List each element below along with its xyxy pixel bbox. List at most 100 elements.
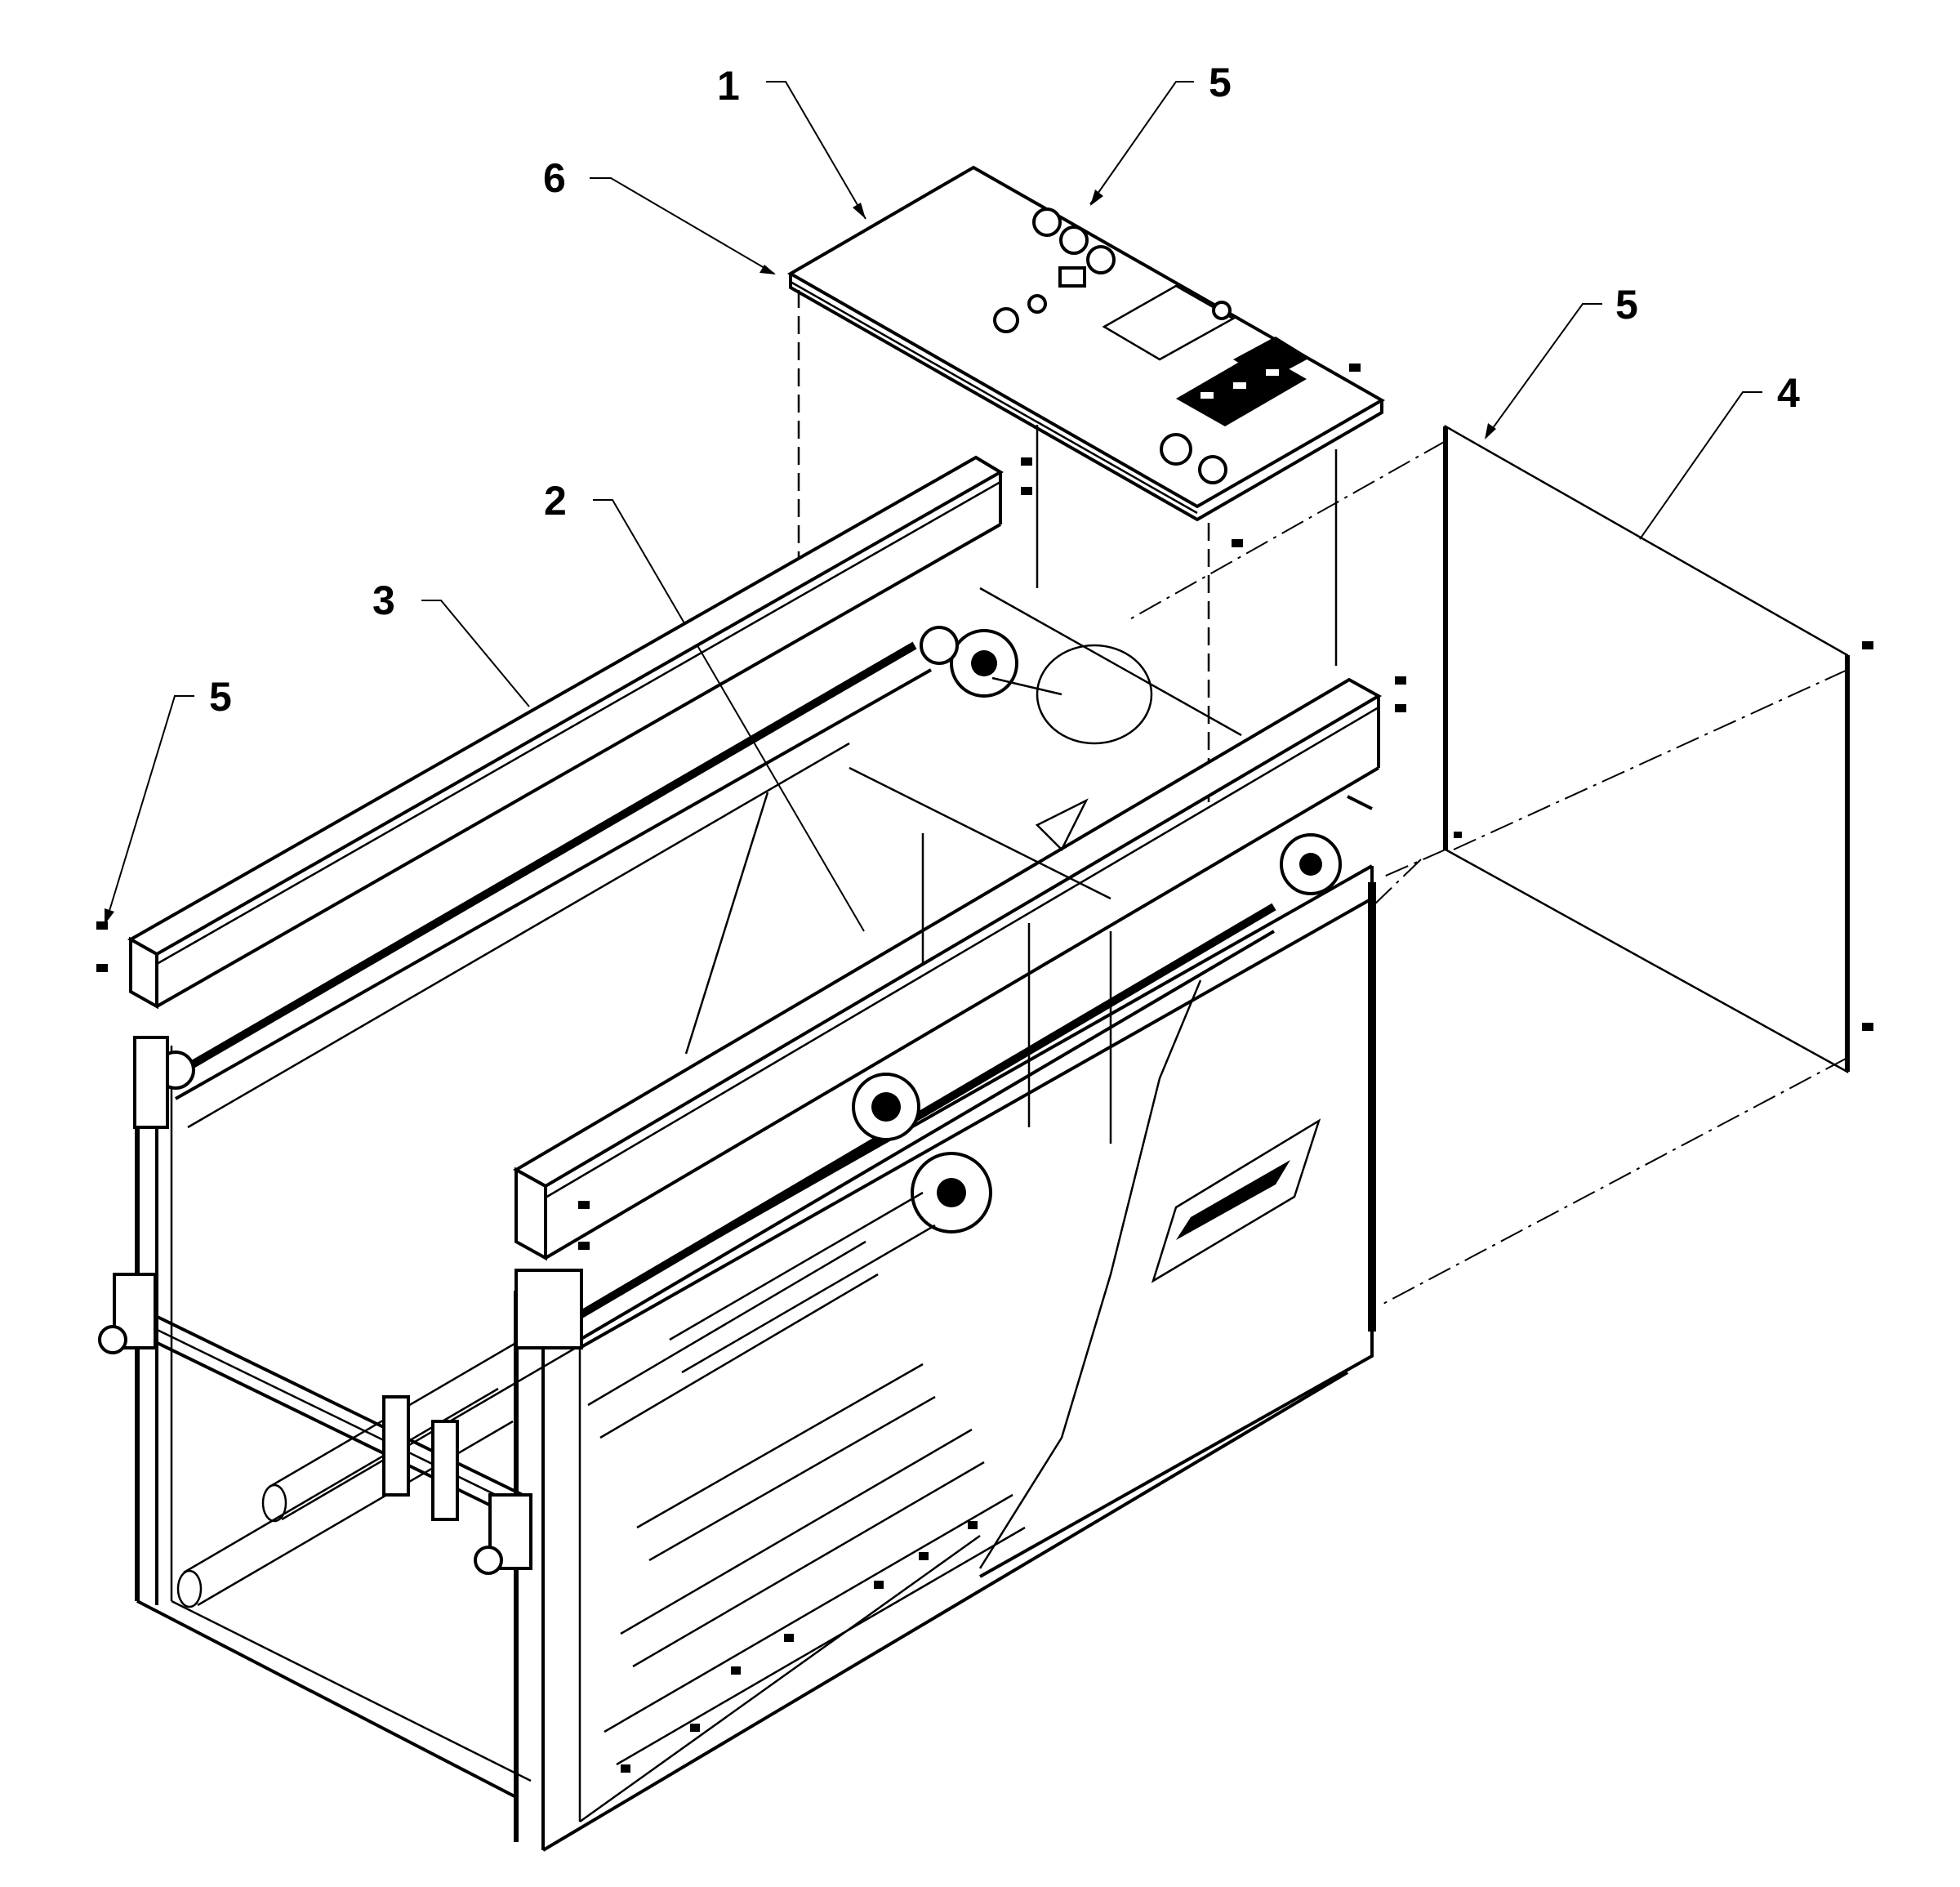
control-label-plate bbox=[1102, 284, 1236, 361]
mid-guide-knob bbox=[474, 1546, 503, 1575]
control-knob-5 bbox=[1027, 294, 1047, 314]
roller-4 bbox=[669, 1191, 936, 1374]
panel-projection-2 bbox=[1453, 669, 1848, 850]
rear-rail-screw-3 bbox=[96, 921, 108, 930]
motor-mount-bracket bbox=[1035, 798, 1089, 852]
guide-brackets bbox=[98, 1036, 583, 1575]
control-box-screw-2 bbox=[1232, 539, 1243, 547]
display-key-2 bbox=[1233, 382, 1246, 389]
rear-rail-screw-2 bbox=[1021, 487, 1032, 495]
control-knob-3 bbox=[1086, 245, 1116, 274]
leader-6-arrow bbox=[760, 265, 776, 274]
callout-5-left-label: 5 bbox=[209, 674, 232, 720]
callout-5-right-label: 5 bbox=[1615, 282, 1638, 328]
base-front-inner bbox=[579, 1534, 981, 1823]
front-top-rail-face bbox=[514, 1167, 547, 1261]
front-pulley-hub bbox=[1299, 853, 1322, 876]
display-key-3 bbox=[1266, 369, 1279, 376]
rear-pulley-small bbox=[920, 626, 959, 665]
cross-rail-bottom bbox=[136, 1332, 523, 1523]
rear-rail-screw-4 bbox=[96, 964, 108, 972]
centre-guide-post bbox=[382, 1395, 410, 1497]
panel-projection-1 bbox=[1126, 440, 1446, 622]
control-knob-7 bbox=[1198, 455, 1227, 484]
panel-projection-5 bbox=[1371, 859, 1422, 908]
front-rail-screw-1 bbox=[1395, 676, 1406, 685]
roller-3 bbox=[587, 1240, 879, 1439]
leader-3 bbox=[421, 600, 530, 707]
drive-frame-line-1 bbox=[979, 587, 1242, 737]
control-knob-8 bbox=[1212, 301, 1232, 320]
panel-screw-1 bbox=[1862, 641, 1873, 649]
panel-screw-2 bbox=[1862, 1023, 1873, 1031]
side-panel-outline bbox=[1444, 424, 1849, 1074]
leader-6 bbox=[590, 177, 775, 274]
rear-left-bracket bbox=[133, 1036, 169, 1129]
callout-5-top-label: 5 bbox=[1209, 60, 1232, 105]
control-box-part-1 bbox=[786, 165, 1386, 805]
roller-6 bbox=[620, 1428, 985, 1668]
panel-projection-3 bbox=[1379, 849, 1446, 879]
rear-rail-lower-edge bbox=[156, 523, 1001, 1008]
leader-lines bbox=[105, 81, 1762, 932]
base-front-edge bbox=[541, 1371, 1349, 1852]
drive-frame-line-2 bbox=[849, 766, 1111, 900]
control-knob-1 bbox=[1032, 207, 1062, 237]
leader-4 bbox=[1639, 391, 1762, 540]
roller-7 bbox=[604, 1493, 1026, 1766]
drive-belt-assembly-part-2 bbox=[156, 587, 1342, 1341]
mid-drive-wheel-hub bbox=[871, 1092, 901, 1122]
left-guide-knob bbox=[98, 1325, 127, 1354]
leader-5-left bbox=[105, 695, 194, 922]
lower-drive-drum-hub bbox=[937, 1178, 966, 1207]
cross-rail-top bbox=[136, 1305, 523, 1497]
leader-5-top bbox=[1089, 81, 1194, 205]
panel-screw-3 bbox=[1454, 832, 1462, 838]
roller-5 bbox=[636, 1363, 936, 1562]
control-switch-1 bbox=[1058, 266, 1086, 288]
drive-housing-top-edge bbox=[1347, 795, 1373, 810]
panel-projection-4 bbox=[1379, 1057, 1848, 1306]
front-drive-belt bbox=[577, 903, 1276, 1319]
control-knob-6 bbox=[1160, 433, 1192, 466]
front-rail-screw-3 bbox=[578, 1201, 590, 1209]
rear-top-rail-part-3 bbox=[96, 455, 1032, 1010]
front-rail-screw-4 bbox=[578, 1242, 590, 1250]
roller-axle-bolts bbox=[621, 1521, 978, 1773]
belt-guide-line bbox=[187, 742, 850, 1129]
leader-5-top-arrow bbox=[1090, 190, 1103, 206]
rear-drive-belt-lower bbox=[175, 668, 932, 1100]
control-box-lip-inner bbox=[790, 280, 1198, 515]
leader-5-left-arrow bbox=[105, 908, 114, 925]
callout-4-label: 4 bbox=[1777, 370, 1800, 416]
callout-labels: 1 5 6 5 4 2 3 5 bbox=[209, 60, 1800, 720]
leader-1 bbox=[766, 81, 866, 220]
cross-rail-mid bbox=[136, 1318, 523, 1510]
base-rear-edge bbox=[136, 1599, 517, 1799]
drive-motor-shaft bbox=[991, 676, 1062, 696]
drive-housing-cover-curve bbox=[978, 979, 1202, 1569]
base-left-rail bbox=[171, 1599, 532, 1782]
rear-drive-belt bbox=[173, 641, 917, 1078]
leader-1-arrow bbox=[853, 203, 866, 219]
front-top-rail-top bbox=[512, 677, 1383, 1189]
control-box-screw-1 bbox=[1349, 364, 1361, 372]
belt-support-diagonal bbox=[684, 792, 769, 1055]
lower-frame-rail-bottom bbox=[579, 897, 1373, 1349]
rear-rail-inner-line bbox=[156, 480, 1001, 966]
centre-guide-post-2 bbox=[431, 1420, 459, 1521]
rear-pulley-hub bbox=[971, 650, 997, 676]
callout-1-label: 1 bbox=[717, 63, 740, 109]
leader-2 bbox=[593, 499, 865, 932]
logo-mark bbox=[1176, 1160, 1290, 1240]
front-top-rail-inner bbox=[545, 706, 1379, 1199]
side-panel-part-4 bbox=[1126, 424, 1873, 1306]
drive-motor-body bbox=[1036, 644, 1153, 745]
callout-2-label: 2 bbox=[544, 478, 567, 524]
display-block-2 bbox=[1233, 337, 1310, 381]
front-rail-screw-2 bbox=[1395, 704, 1406, 712]
leader-5-right bbox=[1486, 303, 1602, 438]
display-key-1 bbox=[1200, 392, 1214, 399]
